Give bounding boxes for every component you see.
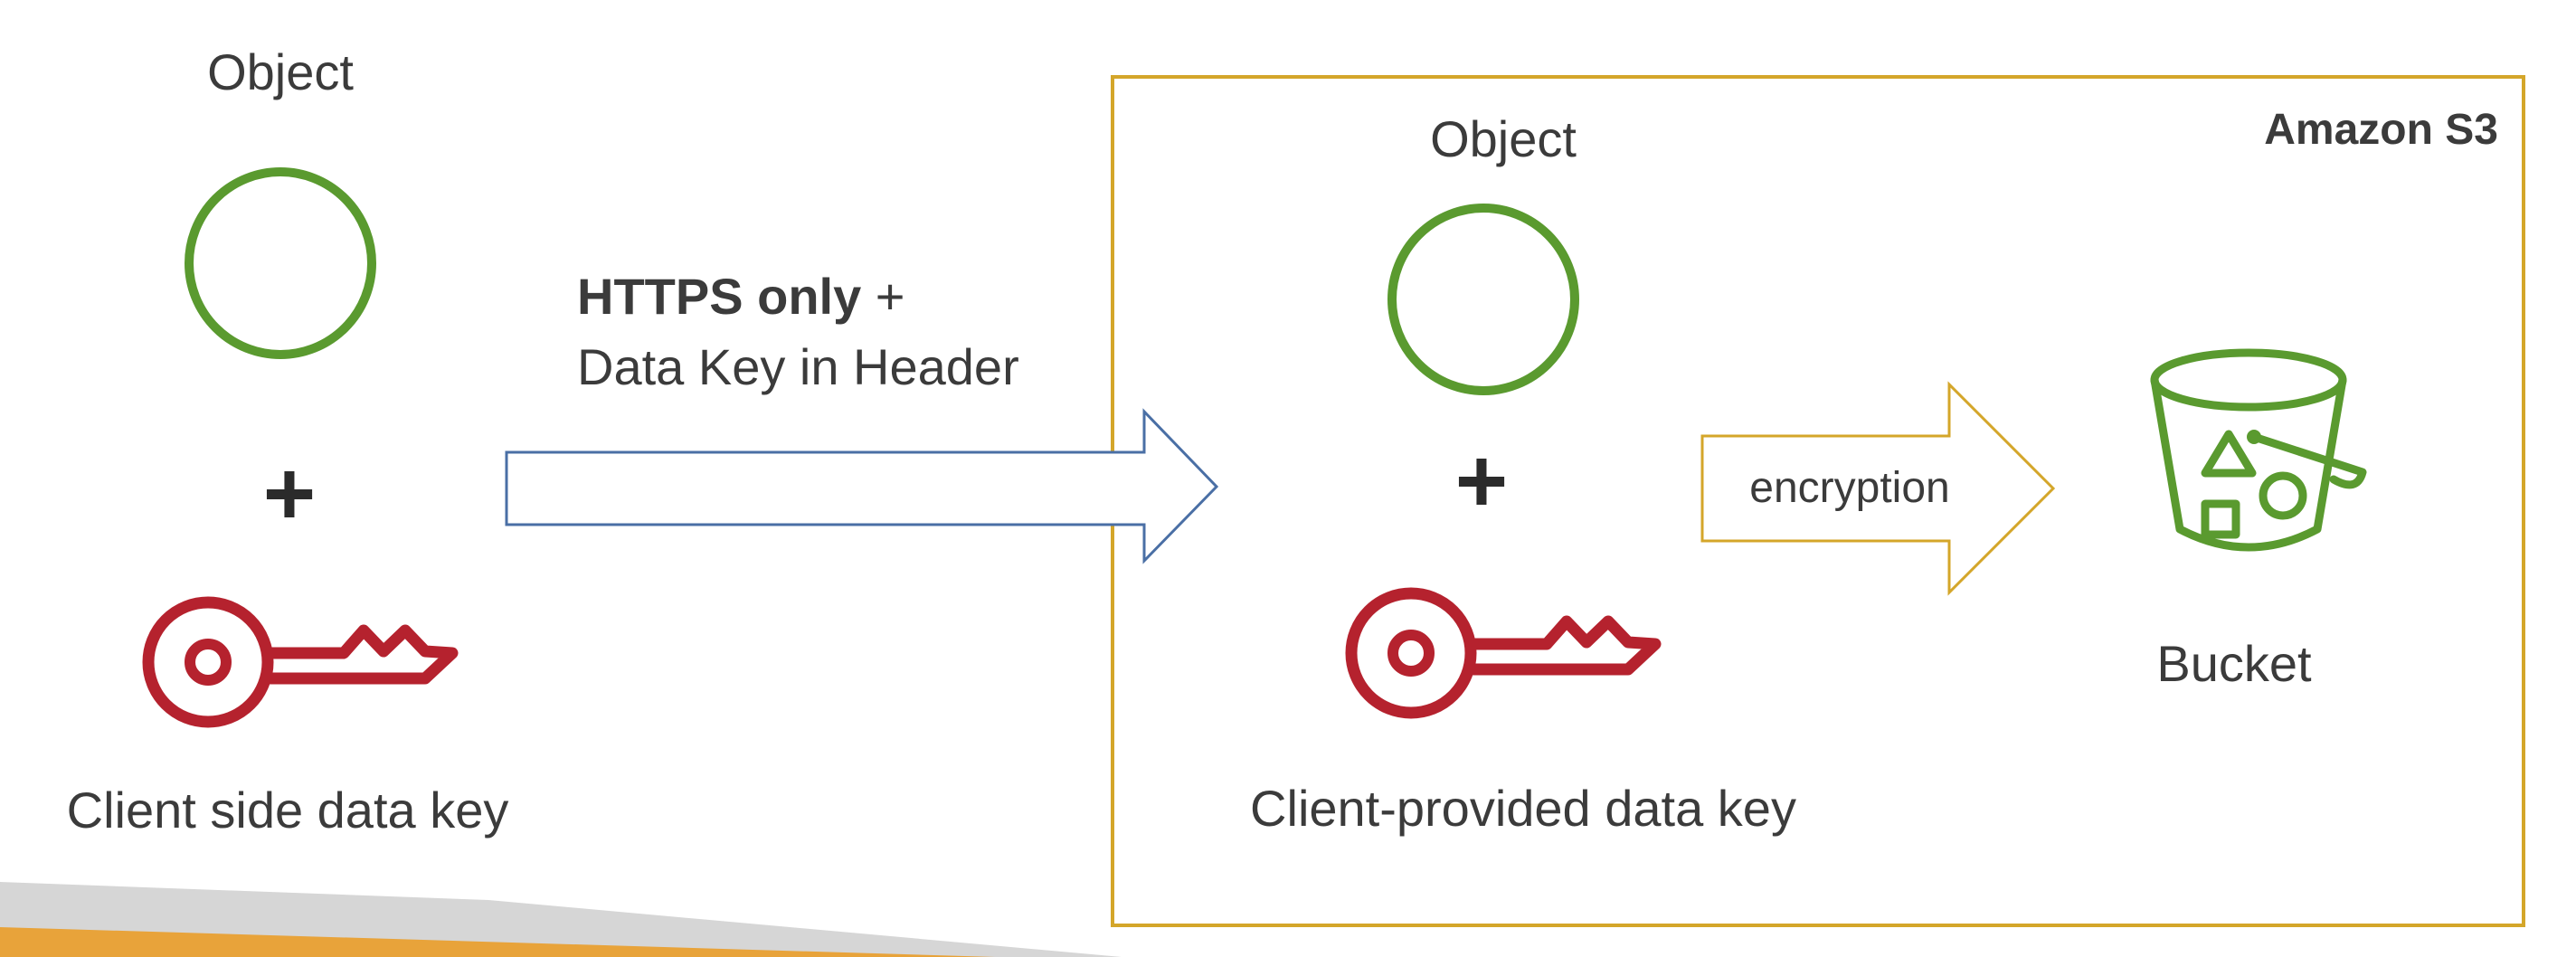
left-plus-sign: + — [262, 443, 317, 545]
s3-key-icon — [1345, 587, 1662, 719]
transfer-text-line2: Data Key in Header — [577, 338, 1019, 395]
transfer-plus: + — [861, 268, 905, 325]
footer-orange-band — [0, 927, 995, 957]
bucket-label: Bucket — [2156, 635, 2312, 692]
transfer-text-line1: HTTPS only + — [577, 271, 905, 322]
s3-object-label: Object — [1430, 110, 1577, 167]
transfer-arrow-icon — [505, 408, 1219, 564]
left-object-label: Object — [207, 43, 354, 100]
encryption-arrow-icon — [1700, 381, 2056, 596]
s3-bucket-icon — [2150, 348, 2367, 552]
left-key-label: Client side data key — [66, 782, 509, 839]
s3-object-circle-icon — [1387, 204, 1579, 395]
s3-plus-sign: + — [1454, 431, 1509, 532]
encryption-label: encryption — [1749, 464, 1950, 512]
s3-title: Amazon S3 — [2264, 106, 2498, 154]
transfer-https-only: HTTPS only — [577, 268, 862, 325]
key-icon — [142, 596, 459, 728]
object-circle-icon — [185, 167, 376, 359]
s3-key-label: Client-provided data key — [1250, 780, 1796, 837]
